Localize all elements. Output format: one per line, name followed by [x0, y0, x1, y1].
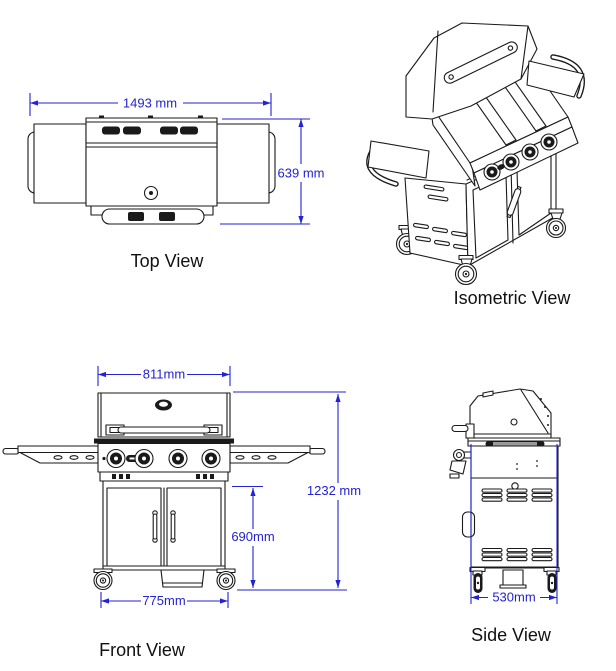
- side-cabinet: [461, 445, 559, 569]
- center-support: [499, 569, 527, 589]
- left-side-shelf: [33, 123, 87, 204]
- dimension-690mm: 690mm: [231, 485, 275, 588]
- front-view-drawing: 811mm 1232 mm 690mm: [2, 366, 361, 608]
- cabinet-door: [106, 487, 162, 567]
- side-handle: [461, 511, 476, 538]
- lid-vent-bump: [482, 390, 494, 398]
- open-lid: [405, 22, 538, 120]
- cabinet-side-panel: [404, 177, 469, 267]
- door-handle: [152, 510, 158, 543]
- top-view-front-handle: [90, 205, 214, 225]
- burner-knob: [540, 133, 558, 151]
- overall-height-dim-text: 1232 mm: [307, 483, 361, 498]
- isometric-view-drawing: [366, 22, 585, 286]
- hood-vent: [160, 126, 178, 135]
- cabinet-door: [166, 487, 222, 567]
- shelf-rod-handle: [308, 447, 326, 455]
- top-view-side-shelves: [27, 123, 276, 204]
- side-lid: [469, 388, 552, 439]
- lid-handle: [443, 41, 518, 84]
- thermometer-top: [143, 185, 159, 201]
- side-view-drawing: 530mm: [449, 388, 561, 605]
- lid-width-dim-text: 811mm: [143, 367, 185, 382]
- drip-tray: [160, 569, 205, 588]
- caster-wheel: [454, 254, 478, 286]
- dimension-530mm: 530mm: [470, 444, 558, 605]
- shelf-rod-handle: [2, 447, 20, 455]
- side-depth-dim-text: 530mm: [492, 590, 535, 605]
- top-view-drawing: 1493 mm 639 mm: [27, 93, 325, 225]
- front-cart: [102, 480, 226, 571]
- front-left-shelf: [2, 445, 99, 464]
- dimension-775mm: 775mm: [100, 592, 229, 608]
- lid-handle-bar: [117, 426, 211, 434]
- dimension-639mm: 639 mm: [220, 118, 325, 225]
- top-view-hood: [85, 115, 218, 207]
- side-view-label: Side View: [471, 625, 551, 645]
- shelf-rod-handle: [451, 424, 469, 433]
- hood-vent: [102, 126, 120, 135]
- caster-wheel: [543, 566, 560, 593]
- base-width-dim-text: 775mm: [142, 593, 185, 608]
- caster-wheel: [93, 568, 113, 591]
- hood-vent: [123, 126, 141, 135]
- cabinet-side-louvers: [413, 184, 469, 251]
- front-lower-band: [99, 471, 229, 482]
- side-valve-knob: [449, 448, 472, 479]
- door-handle: [170, 510, 176, 543]
- caster-wheel: [545, 208, 567, 239]
- caster-wheel: [469, 566, 486, 593]
- burner-knob: [521, 143, 539, 161]
- top-depth-dim-text: 639 mm: [278, 166, 325, 181]
- dimension-1493mm: 1493 mm: [29, 93, 272, 116]
- front-right-shelf: [229, 445, 326, 464]
- top-view-label: Top View: [130, 251, 204, 271]
- isometric-view-label: Isometric View: [453, 288, 571, 308]
- front-control-panel: [97, 442, 231, 473]
- hood-vent: [180, 126, 198, 135]
- cart-height-dim-text: 690mm: [231, 529, 274, 544]
- burner-knob: [483, 163, 501, 181]
- burner-knob: [502, 153, 520, 171]
- burner-knob: [134, 448, 154, 469]
- igniter-button: [497, 164, 505, 170]
- dimension-811mm: 811mm: [97, 366, 231, 386]
- front-lid: [94, 392, 234, 444]
- dimension-1232mm: 1232 mm: [233, 391, 361, 591]
- burner-knob: [168, 448, 188, 469]
- control-panel-iso: [473, 126, 579, 191]
- burner-knob: [201, 448, 221, 469]
- burner-knob: [106, 448, 126, 469]
- door-handle: [506, 185, 522, 219]
- top-width-dim-text: 1493 mm: [123, 96, 177, 111]
- right-side-shelf: [216, 123, 270, 204]
- side-louvers: [481, 488, 553, 562]
- right-shelf-iso: [526, 54, 585, 99]
- caster-wheel: [216, 568, 236, 591]
- left-shelf-iso: [366, 140, 430, 187]
- front-view-label: Front View: [99, 640, 185, 660]
